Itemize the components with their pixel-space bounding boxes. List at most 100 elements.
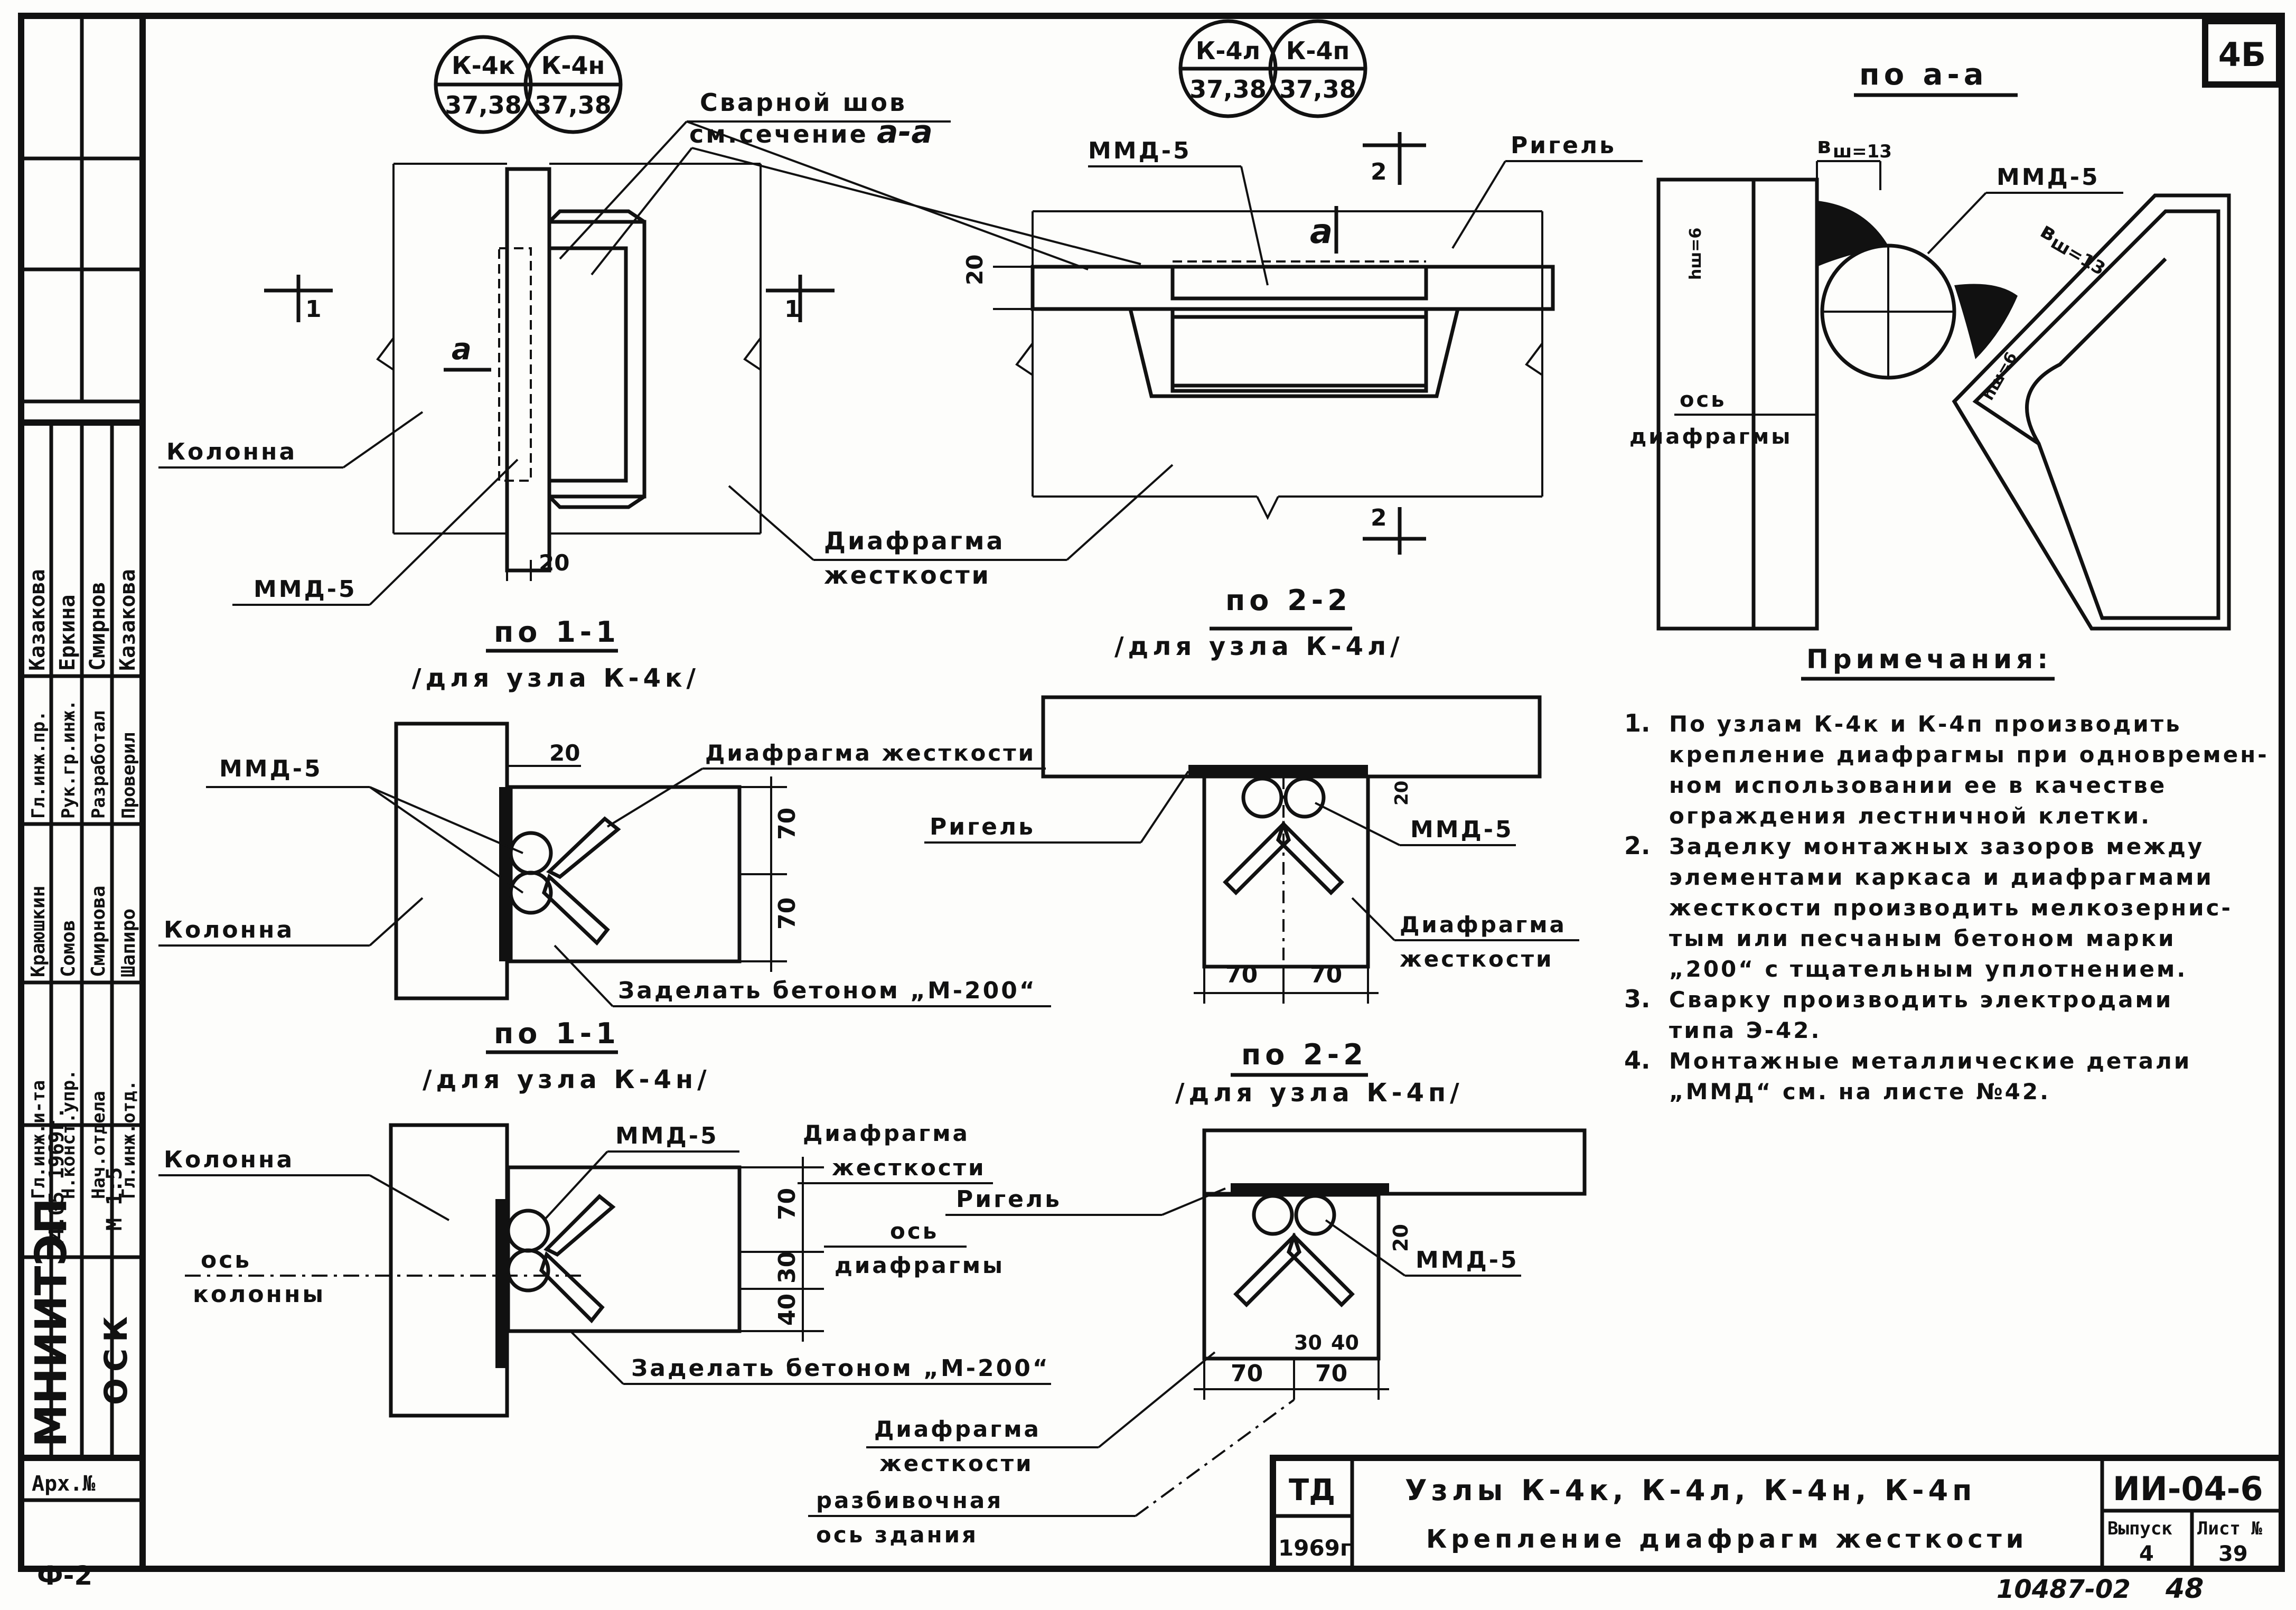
section-mark-2-bottom: 2 [1371, 504, 1387, 531]
stamp-name-2: Еркина [55, 595, 80, 671]
section-mark-1-left: 1 [305, 296, 322, 323]
section-11b-subtitle: /для узла К-4н/ [423, 1065, 711, 1094]
note-line: По узлам К-4к и К-4п производить [1669, 711, 2182, 737]
letter-a-left: а [452, 332, 472, 367]
title-block: ТД 1969г Узлы К-4к, К-4л, К-4н, К-4п Кре… [1270, 1455, 2285, 1572]
archive-label: Арх.№ [32, 1472, 95, 1496]
mmd-label-top-middle: ММД-5 [1088, 137, 1192, 164]
mmd-label-11b: ММД-5 [615, 1122, 719, 1149]
stamp-role-3: Разработал [88, 710, 109, 819]
section-22b-title: по 2-2 [1241, 1038, 1367, 1071]
note-line: Заделку монтажных зазоров между [1669, 834, 2204, 859]
marker-k4n-top: К-4н [541, 51, 605, 80]
dim-70-11b: 70 [774, 1188, 801, 1220]
stamp-name2-4: Шапиро [118, 909, 139, 977]
title-line-1: Узлы К-4к, К-4л, К-4н, К-4п [1405, 1474, 1976, 1507]
dim-70b-22b: 70 [1315, 1360, 1347, 1387]
mmd-label-top-left: ММД-5 [254, 576, 357, 603]
axis-d-11b-2: диафрагмы [835, 1252, 1005, 1278]
stamp-dept: ОСК [98, 1310, 135, 1405]
column-label-top: Колонна [166, 438, 297, 465]
note-line: „ММД“ см. на листе №42. [1669, 1079, 2050, 1104]
corner-number-box [2202, 18, 2282, 88]
note-line: жесткости производить мелкозернис- [1669, 895, 2233, 921]
stamp-date: 24.05 1969г. [45, 1107, 68, 1252]
stamp-role2-2: Н.конст.упр. [58, 1069, 79, 1199]
note-line: тым или песчаным бетоном марки [1669, 925, 2176, 951]
dim-70b-11a: 70 [774, 897, 801, 930]
diaphragm-label-top-1: Диафрагма [824, 527, 1005, 555]
section-22b-subtitle: /для узла К-4п/ [1175, 1078, 1464, 1108]
rigel-label-22b: Ригель [956, 1186, 1062, 1213]
section-1-1-k4n: по 1-1 /для узла К-4н/ 70 30 40 Колонна … [158, 1017, 1051, 1418]
rigel-label-top: Ригель [1511, 132, 1616, 159]
diaphragm-label-11b-2: жесткости [832, 1155, 986, 1181]
note-number: 1. [1624, 709, 1650, 737]
stamp-scale: М 1:5 [102, 1167, 127, 1231]
stamp-name2-3: Смирнова [88, 886, 109, 977]
diaphragm-label-22b-2: жесткости [879, 1450, 1034, 1476]
section-2-2-k4l: по 2-2 /для узла К-4л/ 70 70 20 Ригель М… [924, 584, 1579, 1004]
view-section-aa: по а-а в ш=13 ММД-5 в ш=13 hш=6 hш=6 ось… [1629, 58, 2231, 631]
h-label-1: hш=6 [1686, 228, 1705, 280]
dim-70a-22b: 70 [1231, 1360, 1263, 1387]
section-11a-subtitle: /для узла К-4к/ [412, 663, 700, 693]
diaphragm-label-11a: Диафрагма жесткости [705, 740, 1036, 766]
title-td: ТД [1289, 1473, 1335, 1508]
section-11b-title: по 1-1 [494, 1017, 620, 1050]
marker-k4p-top: К-4п [1286, 36, 1350, 65]
section-mark-2-top: 2 [1371, 158, 1387, 185]
concrete-note-11b: Заделать бетоном „М-200“ [631, 1355, 1050, 1382]
column-label-11a: Колонна [164, 916, 294, 943]
section-22a-title: по 2-2 [1225, 584, 1352, 617]
marker-k4k-bottom: 37,38 [445, 91, 522, 119]
note-line: Сварку производить электродами [1669, 987, 2173, 1013]
stamp-name-3: Смирнов [86, 582, 110, 671]
dim-20-11a: 20 [549, 740, 580, 766]
corner-number: 4Б [2218, 35, 2266, 74]
note-line: ном использовании ее в качестве [1669, 772, 2167, 798]
mmd-label-aa: ММД-5 [1997, 164, 2100, 191]
weld-label-ref: а-а [877, 114, 933, 151]
dim-20-22a: 20 [1391, 781, 1412, 806]
note-number: 4. [1624, 1046, 1650, 1074]
dim-20-top-left: 20 [539, 550, 569, 576]
diaphragm-label-22a-2: жесткости [1400, 946, 1554, 972]
note-line: типа Э-42. [1669, 1017, 1821, 1043]
column-label-11b: Колонна [164, 1146, 294, 1173]
dim-40-22b: 40 [1331, 1331, 1359, 1354]
marker-k4p-bottom: 37,38 [1279, 75, 1356, 104]
note-number: 3. [1624, 985, 1650, 1013]
diaphragm-label-11b-1: Диафрагма [803, 1120, 970, 1146]
stamp-role-2: Рук.гр.инж. [58, 700, 79, 819]
dim-70b-22a: 70 [1310, 961, 1342, 988]
bw-label: в [1817, 133, 1831, 158]
note-line: элементами каркаса и диафрагмами [1669, 864, 2214, 890]
notes-block: Примечания: 1.По узлам К-4к и К-4п произ… [1624, 644, 2267, 1104]
weld-label-1: Сварной шов [700, 88, 907, 117]
h-label-2: hш=6 [1979, 349, 2021, 404]
bottom-right-note: 10487-02 [1997, 1575, 2131, 1604]
bw-sub: ш=13 [1833, 141, 1892, 162]
letter-a-middle: а [1310, 212, 1333, 251]
note-number: 2. [1624, 831, 1650, 860]
axis-label-11b-2: колонны [193, 1281, 325, 1308]
dim-70a-11a: 70 [774, 808, 801, 840]
marker-k4l-bottom: 37,38 [1189, 75, 1267, 104]
axis-d-11b-1: ось [890, 1218, 939, 1244]
section-aa-title: по а-а [1859, 58, 1988, 92]
stamp-name2-2: Сомов [58, 920, 79, 977]
concrete-note-11a: Заделать бетоном „М-200“ [618, 977, 1037, 1004]
axis-label-22b-1: разбивочная [816, 1487, 1003, 1513]
sheet-frame [18, 13, 2285, 1572]
rigel-label-22a: Ригель [930, 813, 1035, 840]
note-line: „200“ с тщательным уплотнением. [1669, 956, 2187, 982]
dim-20-top-middle: 20 [962, 255, 988, 285]
folio-left: Ф-2 [37, 1560, 92, 1591]
mmd-label-11a: ММД-5 [219, 755, 323, 782]
axis-label-aa-2: диафрагмы [1629, 425, 1792, 449]
bottom-right-page: 48 [2165, 1573, 2204, 1605]
mmd-label-22b: ММД-5 [1416, 1247, 1519, 1274]
